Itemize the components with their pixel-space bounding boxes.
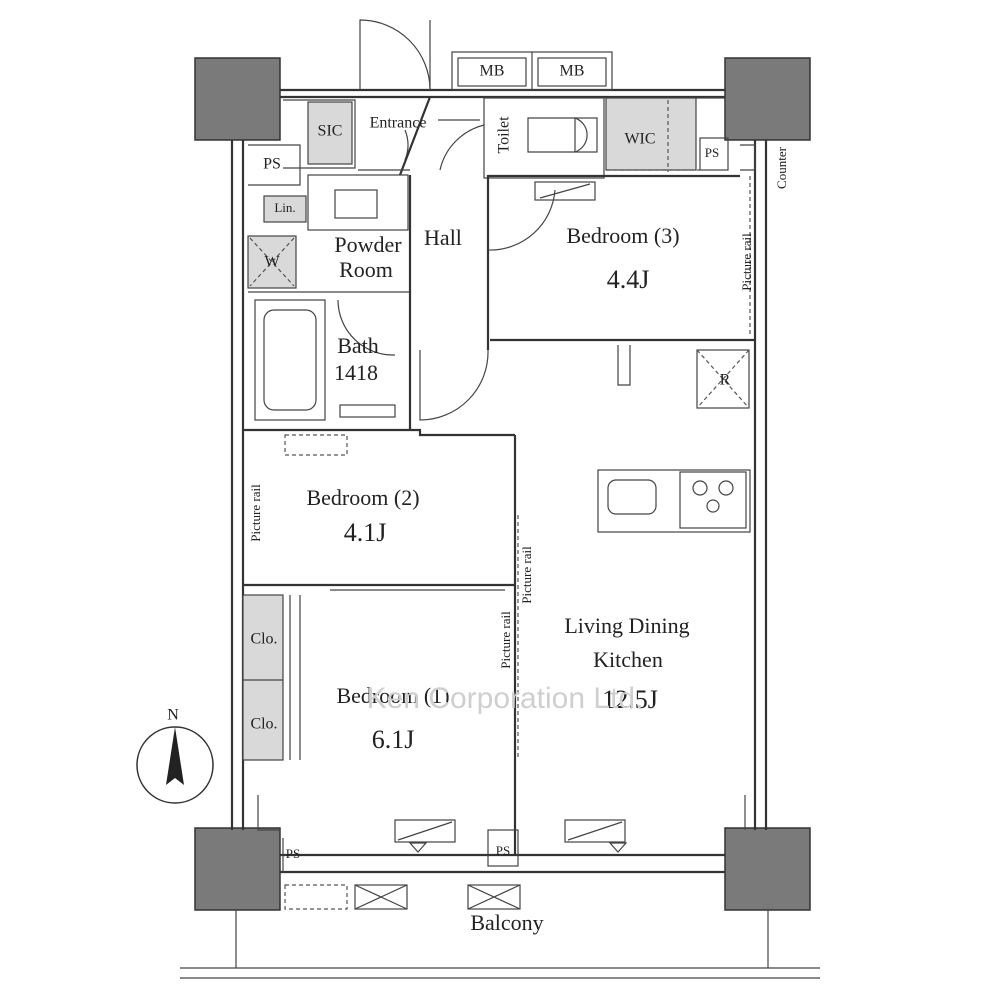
column-bottom-left xyxy=(194,827,281,911)
column-top-left xyxy=(194,57,281,141)
ps-label-bottom-mid: PS xyxy=(496,843,510,858)
ps-label-left: PS xyxy=(263,156,281,173)
entrance-door xyxy=(359,19,431,91)
w-label: W xyxy=(264,254,280,271)
bath-size: 1418 xyxy=(334,360,378,385)
sic-label: SIC xyxy=(318,123,343,140)
bedroom-1-label: Bedroom (1) xyxy=(336,683,449,708)
closet-label-1: Clo. xyxy=(250,631,277,648)
upper-rooms xyxy=(358,96,756,179)
north-arrow xyxy=(136,726,214,804)
powder-room-label-1: Powder xyxy=(334,232,402,257)
balcony-label: Balcony xyxy=(470,910,543,935)
kitchen-counter xyxy=(597,469,751,533)
picture-rail-ldk: Picture rail xyxy=(519,546,534,604)
balcony-area xyxy=(180,884,820,979)
ps-label-right: PS xyxy=(705,145,719,160)
ldk-label-2: Kitchen xyxy=(593,647,663,672)
refrigerator-label: R xyxy=(720,372,731,389)
bath-label: Bath xyxy=(337,333,379,358)
picture-rail-bedroom-2: Picture rail xyxy=(248,484,263,542)
ldk-label-1: Living Dining xyxy=(564,613,689,638)
lin-label: Lin. xyxy=(274,200,295,215)
entrance-label: Entrance xyxy=(370,115,427,132)
ps-label-bottom-left: PS xyxy=(286,846,300,861)
ldk-size: 12.5J xyxy=(602,685,658,714)
mb-label-1: MB xyxy=(480,63,505,80)
watermark: Ken Corporation Ltd. xyxy=(367,682,644,715)
powder-room-label-2: Room xyxy=(339,257,393,282)
meter-boxes xyxy=(451,51,613,91)
bedroom-2-size: 4.1J xyxy=(344,518,387,547)
counter-label: Counter xyxy=(774,146,789,189)
picture-rail-bedroom-1: Picture rail xyxy=(498,611,513,669)
bedroom-3-label: Bedroom (3) xyxy=(566,223,679,248)
refrigerator xyxy=(696,349,750,409)
toilet-label: Toilet xyxy=(496,116,513,154)
bedroom-2-walls xyxy=(243,428,519,855)
closet-label-2: Clo. xyxy=(250,716,277,733)
utility-zone xyxy=(247,144,412,430)
hall-door xyxy=(419,349,489,421)
hall-label: Hall xyxy=(424,225,462,250)
column-bottom-right xyxy=(724,827,811,911)
north-label: N xyxy=(167,707,179,724)
wic-label: WIC xyxy=(624,131,655,148)
picture-rail-bedroom-3: Picture rail xyxy=(739,233,754,291)
exterior-walls xyxy=(230,88,768,874)
windows-ac xyxy=(282,819,628,872)
bedroom-3-walls xyxy=(486,174,755,350)
closets xyxy=(242,594,301,761)
bedroom-3-size: 4.4J xyxy=(607,265,650,294)
bedroom-1-size: 6.1J xyxy=(372,725,415,754)
bath-room xyxy=(254,299,396,421)
mb-label-2: MB xyxy=(560,63,585,80)
sic-closet xyxy=(307,101,353,165)
bedroom-2-label: Bedroom (2) xyxy=(306,485,419,510)
column-top-right xyxy=(724,57,811,141)
